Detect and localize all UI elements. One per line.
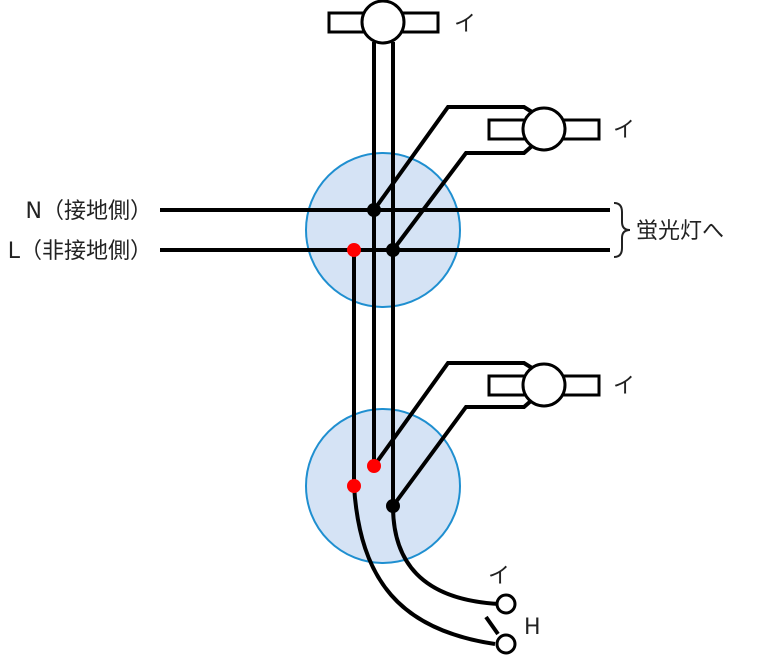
wire-switch-h — [352, 485, 496, 646]
switch-i-label: イ — [488, 564, 510, 589]
neutral-label: N（接地側） — [26, 199, 152, 224]
neutral-connection-return — [386, 243, 400, 257]
junction-box-lower — [305, 408, 461, 564]
wire-mid-lamp-a — [372, 105, 534, 212]
lamp-low-label: イ — [613, 374, 635, 399]
lamp-top-label: イ — [454, 12, 476, 37]
live-label: L（非接地側） — [8, 239, 152, 264]
wire-mid-lamp-b — [391, 144, 534, 252]
junction-box-upper — [305, 152, 461, 308]
live-connection-lower-b — [347, 479, 361, 493]
wire-switch-i — [391, 505, 501, 606]
switch-h-label: H — [524, 615, 541, 640]
brace-to-lamp — [613, 202, 631, 258]
lamp-top — [327, 0, 440, 45]
live-connection-lower-a — [367, 459, 381, 473]
live-connection-upper — [347, 243, 361, 257]
wire-low-lamp-a — [372, 361, 534, 468]
switch-terminal-i — [495, 593, 517, 615]
wire-low-lamp-b — [391, 398, 534, 508]
to-lamp-label: 蛍光灯へ — [636, 219, 724, 244]
lamp-lower — [487, 362, 601, 408]
switch-blade — [484, 615, 500, 636]
neutral-connection-upper — [367, 203, 381, 217]
neutral-connection-lower — [386, 499, 400, 513]
lamp-mid-label: イ — [613, 118, 635, 143]
switch-terminal-h — [495, 633, 517, 655]
lamp-middle — [487, 106, 601, 152]
